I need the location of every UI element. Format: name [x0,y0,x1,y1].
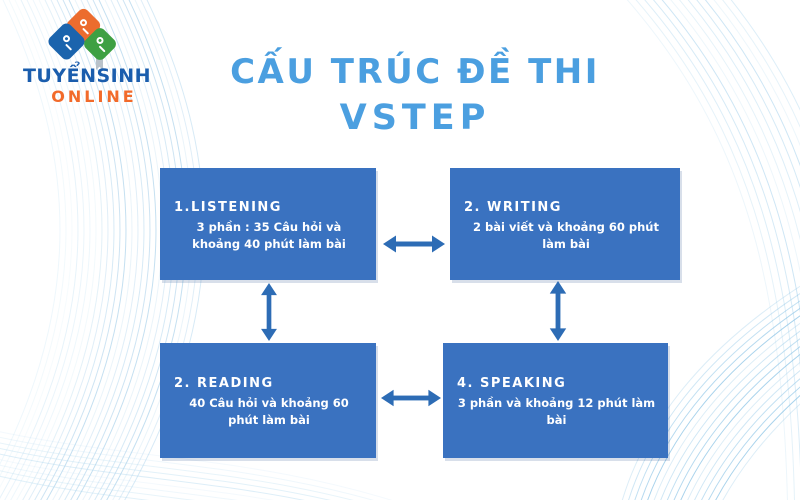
tuyensinh-online-logo: TUYỂNSINH ONLINE [12,6,162,106]
reading-heading: 2. READING [174,376,274,392]
arrow-writing-speaking-icon [547,281,569,341]
title-line-2: VSTEP [339,97,491,138]
reading-body: 40 Câu hỏi và khoảng 60 phút làm bài [189,396,349,427]
listening-body: 3 phần : 35 Câu hỏi và khoảng 40 phút là… [192,219,346,251]
logo-ribbon-icon [96,57,103,70]
logo-text: TUYỂNSINH ONLINE [12,66,162,106]
page-title: CẤU TRÚC ĐỀ THI VSTEP [0,50,800,141]
listening-heading: 1.LISTENING [174,199,282,215]
arrow-reading-speaking-icon [381,387,441,409]
title-line-1: CẤU TRÚC ĐỀ THI [230,52,600,92]
writing-body: 2 bài viết và khoảng 60 phút làm bài [473,219,659,251]
arrow-listening-writing-icon [383,233,445,255]
reading-box: 2. READING 40 Câu hỏi và khoảng 60 phút … [160,343,376,458]
writing-box: 2. WRITING 2 bài viết và khoảng 60 phút … [450,168,680,280]
brand-name-bottom: ONLINE [51,86,137,106]
writing-heading: 2. WRITING [464,199,562,215]
arrow-listening-reading-icon [258,283,280,341]
brand-name-top: TUYỂNSINH [22,65,152,87]
speaking-box: 4. SPEAKING 3 phần và khoảng 12 phút làm… [443,343,668,458]
speaking-body: 3 phần và khoảng 12 phút làm bài [457,396,656,427]
speaking-heading: 4. SPEAKING [457,376,567,392]
listening-box: 1.LISTENING 3 phần : 35 Câu hỏi và khoản… [160,168,376,280]
logo-diamonds-icon [32,6,136,70]
